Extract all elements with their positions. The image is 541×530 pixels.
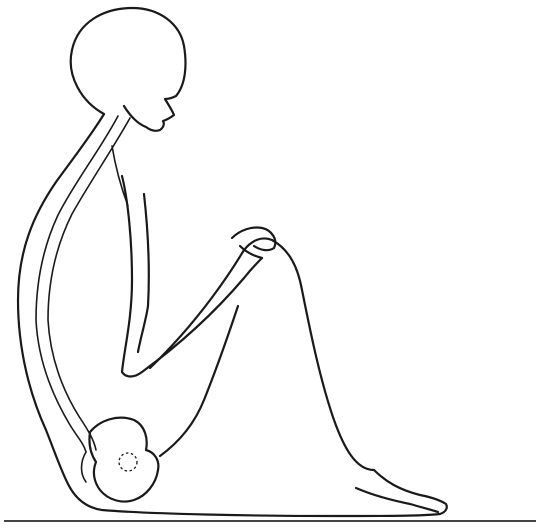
pelvis-bone	[89, 418, 158, 502]
hip-joint-socket	[119, 453, 137, 471]
head-and-back-outline	[18, 8, 447, 516]
hand-outline	[232, 227, 275, 258]
foot-outline	[356, 488, 438, 512]
arm-outline	[122, 176, 262, 377]
spine-channel-inner	[48, 118, 130, 450]
lower-leg-outline	[160, 306, 238, 456]
spine-channel-outer	[36, 116, 118, 452]
sacrum-tail	[82, 452, 87, 482]
